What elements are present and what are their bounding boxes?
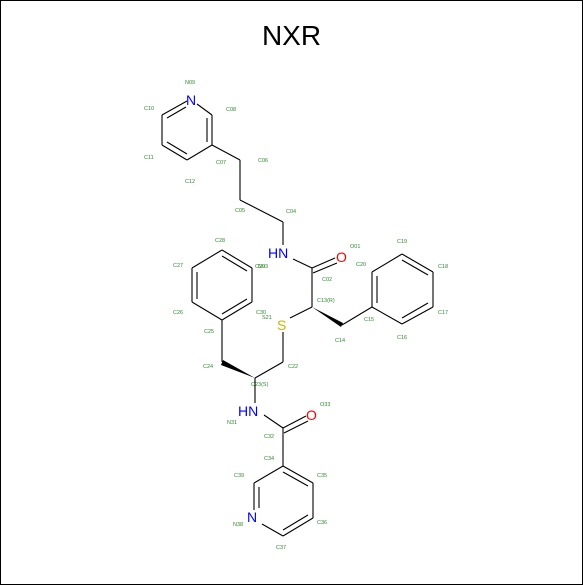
bond-c18-c19	[401, 253, 434, 273]
bond-n09-c10	[161, 100, 188, 116]
atom-label-c13: C13(R)	[317, 298, 335, 304]
atom-label-c08: C08	[226, 107, 236, 113]
atom-label-c17: C17	[438, 310, 448, 316]
bond-c12-c07	[186, 144, 213, 161]
atom-label-n03: N03	[258, 264, 268, 270]
atom-label-c16: C16	[397, 335, 407, 341]
bond-n31-c32	[263, 414, 284, 429]
bond-c36-c37	[282, 517, 314, 537]
bond-c37-n38	[261, 523, 284, 537]
atom-label-c02: C02	[322, 277, 332, 283]
atom-label-n09: N09	[185, 80, 195, 86]
atom-label-o01: O01	[350, 244, 360, 250]
atom-label-c22: C22	[288, 364, 298, 370]
bond-c14-c15	[341, 306, 373, 326]
bond-n09-c10-inner	[166, 106, 187, 119]
atom-label-c27: C27	[173, 263, 183, 269]
bond-c05-c04	[239, 199, 284, 223]
bond-c16-c17	[401, 306, 434, 325]
bond-c34-c35	[282, 465, 314, 484]
atom-o01-symbol: O	[336, 249, 347, 265]
bond-c08-n09	[196, 103, 213, 116]
bond-c07-c06	[211, 144, 241, 161]
atom-label-c37: C37	[276, 545, 286, 551]
atom-label-c07: C07	[216, 160, 226, 166]
atom-label-c28: C28	[215, 238, 225, 244]
bond-c11-c12	[161, 144, 188, 161]
bond-c30-c25	[221, 301, 253, 321]
atom-label-o33: O33	[320, 402, 330, 408]
atom-label-c26: C26	[173, 310, 183, 316]
bond-c16-c17-inner	[401, 302, 429, 319]
atom-label-c15: C15	[364, 317, 374, 323]
atom-label-c04: C04	[286, 209, 296, 215]
atom-label-c18: C18	[438, 264, 448, 270]
bond-c36-c37-inner	[282, 514, 309, 531]
atom-label-c05: C05	[235, 208, 245, 214]
bond-c39-c34	[253, 465, 284, 484]
bond-c27-c28	[191, 249, 223, 269]
atom-label-c32: C32	[264, 434, 274, 440]
bond-c32-o33	[282, 415, 307, 429]
atom-o33-symbol: O	[306, 407, 317, 423]
bond-c34-c35-inner	[282, 471, 309, 487]
atom-label-c30: C30	[256, 310, 266, 316]
atom-n03-symbol: HN	[268, 245, 288, 261]
bond-c19-c20	[371, 253, 403, 273]
bond-c18-c19-inner	[401, 259, 429, 276]
bond-c32-o33-double	[283, 420, 309, 434]
atom-label-n38: N38	[233, 522, 243, 528]
atom-labels: N09 C10 C08 C11 C07 C12 C06 C05 C04 O01 …	[144, 80, 448, 551]
atom-label-c36: C36	[317, 520, 327, 526]
bond-c15-c16	[371, 306, 403, 325]
bonds	[161, 100, 434, 537]
atom-label-s21: S21	[262, 315, 272, 321]
atom-label-c35: C35	[317, 473, 327, 479]
bond-c11-c12-inner	[166, 141, 188, 155]
atom-label-c24: C24	[203, 364, 213, 370]
atom-label-c39: C39	[234, 473, 244, 479]
atom-s21-symbol: S	[277, 317, 286, 333]
atom-n38-symbol: N	[247, 509, 257, 525]
atom-label-c19: C19	[397, 239, 407, 245]
atom-label-c34: C34	[264, 456, 274, 462]
atom-label-c25: C25	[204, 329, 214, 335]
bond-c30-c25-inner	[221, 298, 248, 315]
atom-label-c11: C11	[144, 155, 154, 161]
bond-c13-s21	[289, 306, 313, 319]
atom-label-c14: C14	[335, 338, 345, 344]
wedge-c13-c14	[312, 307, 343, 327]
bond-c25-c26	[191, 301, 223, 321]
atom-n31-symbol: HN	[238, 403, 258, 419]
atom-label-n31: N31	[227, 420, 237, 426]
bond-c28-c29-inner	[221, 255, 248, 272]
atom-label-c12: C12	[185, 179, 195, 185]
bond-c02-o01	[311, 257, 336, 269]
molecule-title: NXR	[261, 20, 322, 51]
wedge-c23-c24	[221, 360, 255, 378]
atom-n09-symbol: N	[186, 92, 196, 108]
bond-n03-c02	[292, 258, 313, 269]
bond-c28-c29	[221, 249, 253, 269]
atom-label-c29: C29	[255, 264, 265, 270]
heteroatoms: N HN O S HN O N	[186, 92, 347, 525]
bond-c02-o01-double	[312, 262, 338, 274]
atom-label-c06: C06	[258, 158, 268, 164]
atom-label-c20: C20	[356, 262, 366, 268]
atom-label-c23: C23(S)	[251, 382, 269, 388]
atom-label-c10: C10	[144, 106, 154, 112]
bond-c22-c23	[254, 361, 284, 379]
